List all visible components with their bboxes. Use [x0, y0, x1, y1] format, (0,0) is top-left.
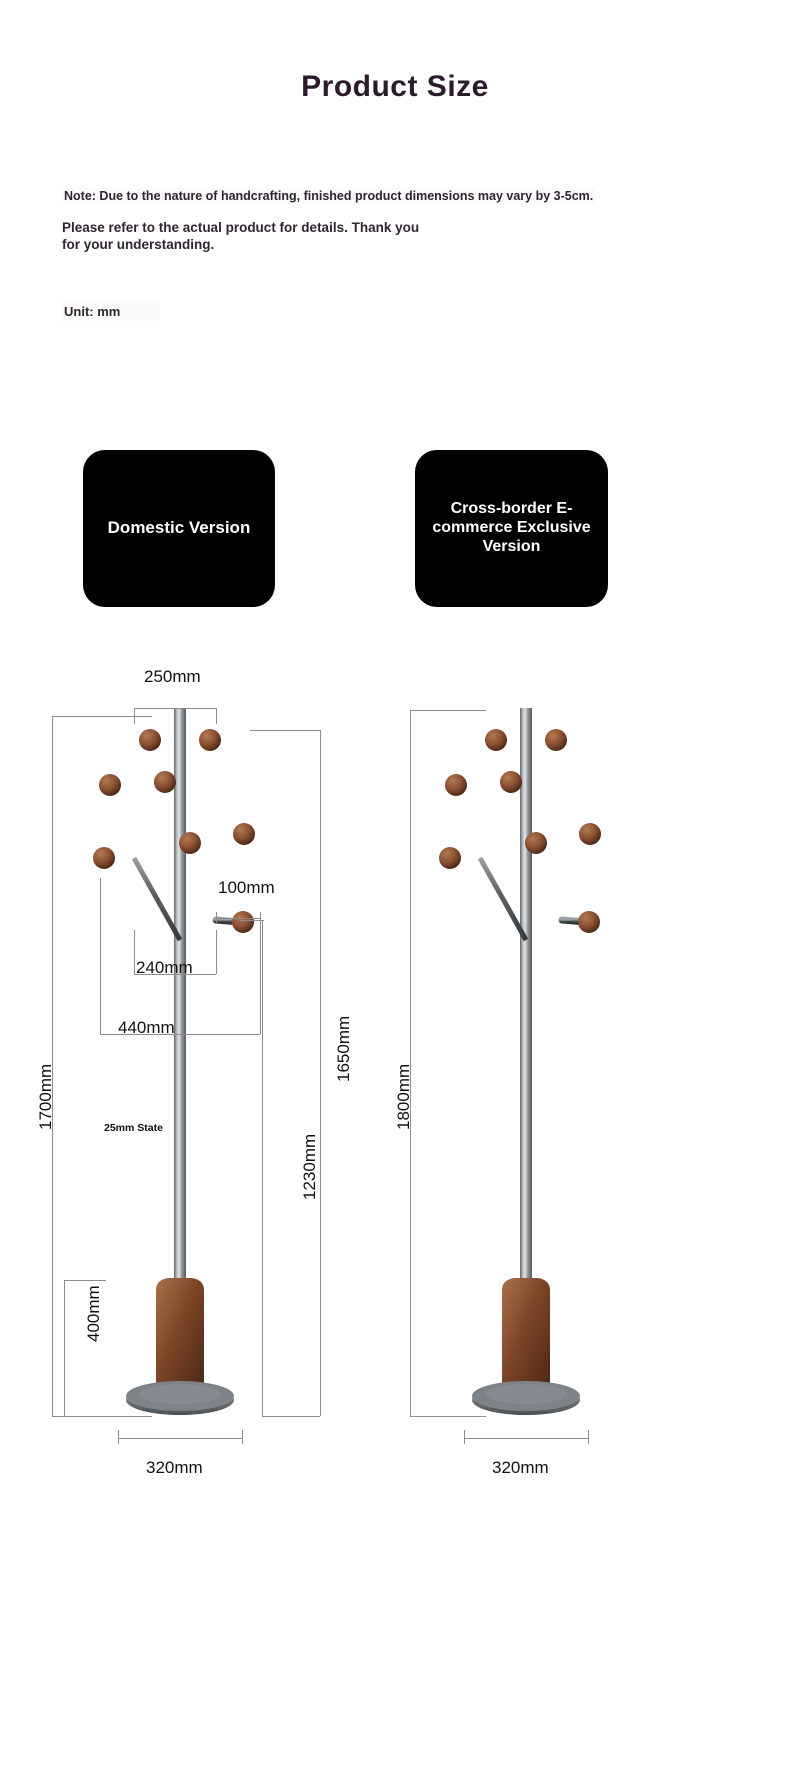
guide-overall-bottom-right [410, 1416, 486, 1417]
guide-outer-width-left [100, 878, 101, 1034]
guide-base-width-right-left [464, 1430, 465, 1444]
badge-crossborder-version-label: Cross-border E-commerce Exclusive Versio… [432, 500, 591, 555]
label-hook-offset: 100mm [218, 878, 275, 897]
guide-hook-offset-right [260, 912, 261, 924]
badge-domestic-version-label: Domestic Version [107, 518, 251, 538]
label-inner-width: 240mm [136, 958, 193, 977]
page-title: Product Size [301, 70, 489, 103]
guide-base-width-right [242, 1430, 243, 1444]
guide-base-height-bottom [64, 1416, 106, 1417]
guide-base-height-top [64, 1280, 106, 1281]
note-secondary: Please refer to the actual product for d… [62, 220, 420, 253]
guide-upper-top [250, 730, 320, 731]
guide-overall-height-right [410, 710, 411, 1416]
label-base-width-right: 320mm [492, 1458, 549, 1477]
label-pole-height: 1230mm [300, 1133, 319, 1200]
guide-outer-width-right [260, 920, 261, 1034]
label-top-width: 250mm [144, 667, 201, 686]
guide-upper-bottom [262, 1416, 320, 1417]
guide-base-width [118, 1438, 242, 1439]
guide-inner-width-right [216, 930, 217, 974]
label-base-width: 320mm [146, 1458, 203, 1477]
label-base-height: 400mm [84, 1285, 103, 1342]
coat-rack-illustration-left [93, 708, 255, 1415]
guide-overall-top-right [410, 710, 486, 711]
note-primary: Note: Due to the nature of handcrafting,… [62, 188, 596, 204]
guide-base-width-right-diagram [464, 1438, 588, 1439]
guide-pole-top [240, 920, 264, 921]
guide-hook-offset [216, 918, 260, 919]
guide-base-width-right-right [588, 1430, 589, 1444]
guide-pole-height [262, 920, 263, 1416]
guide-inner-width [134, 974, 216, 975]
coat-rack-illustration-right [439, 708, 601, 1415]
label-upper-height: 1650mm [334, 1015, 353, 1082]
badge-crossborder-version: Cross-border E-commerce Exclusive Versio… [415, 450, 608, 607]
guide-base-width-left [118, 1430, 119, 1444]
guide-hook-offset-left [216, 912, 217, 924]
guide-overall-top [52, 716, 152, 717]
guide-outer-width [100, 1034, 260, 1035]
guide-base-height [64, 1280, 65, 1416]
guide-overall-height [52, 716, 53, 1416]
guide-top-width [134, 708, 216, 709]
diagram-crossborder-version: 1800mm 320mm [390, 630, 790, 1510]
label-pole-note: 25mm State [104, 1122, 163, 1134]
guide-inner-width-left [134, 930, 135, 974]
badge-domestic-version: Domestic Version [83, 450, 275, 607]
label-outer-width: 440mm [118, 1018, 175, 1037]
label-overall-height: 1700mm [36, 1063, 55, 1130]
label-overall-height-right: 1800mm [394, 1063, 413, 1130]
diagram-domestic-version: 250mm 100mm 240mm 440mm 25mm State 320mm… [0, 630, 400, 1510]
guide-top-width-right [216, 708, 217, 724]
guide-upper-height [320, 730, 321, 1416]
unit-label: Unit: mm [62, 302, 161, 321]
